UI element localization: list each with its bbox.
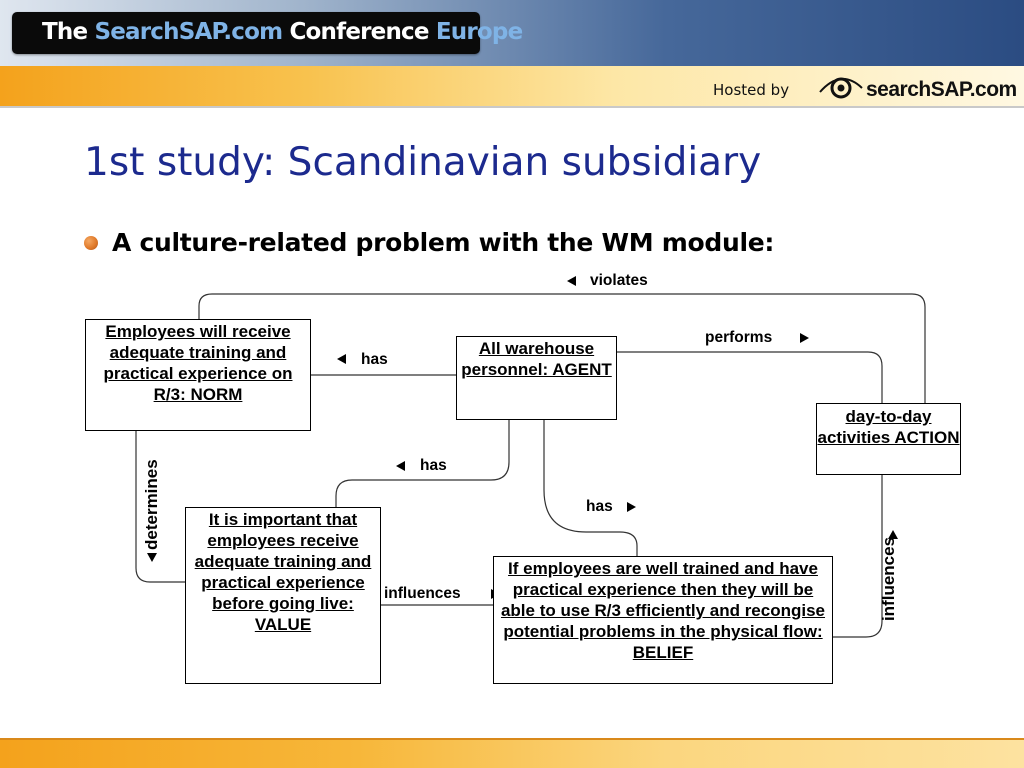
label-has-value: has [420, 457, 447, 474]
label-influences-belief: influences [384, 585, 461, 602]
eye-logo-icon [819, 77, 863, 99]
edge-performs [616, 351, 883, 405]
arrow-determines-icon [147, 553, 157, 562]
edge-determines [135, 430, 186, 583]
arrow-violates-icon [567, 276, 576, 286]
label-has-belief: has [586, 498, 613, 515]
searchsap-logo: searchSAP.com [866, 78, 1017, 101]
label-performs: performs [705, 329, 773, 346]
label-influences-action: influences [879, 536, 898, 622]
arrow-has-value-icon [396, 461, 405, 471]
slide-title: 1st study: Scandinavian subsidiary [84, 140, 762, 185]
arrow-has-norm-icon [337, 354, 346, 364]
hosted-by-text: Hosted by [713, 81, 790, 99]
header-orange-band [0, 66, 1024, 106]
conference-title-box: The SearchSAP.com Conference Europe [12, 12, 523, 54]
edge-violates [198, 293, 926, 405]
arrow-has-belief-icon [627, 502, 636, 512]
node-belief: If employees are well trained and have p… [493, 556, 833, 684]
label-determines: determines [142, 459, 161, 550]
node-agent: All warehouse personnel: AGENT [456, 336, 617, 420]
node-norm: Employees will receive adequate training… [85, 319, 311, 431]
label-violates: violates [590, 272, 648, 289]
arrow-performs-icon [800, 333, 809, 343]
conference-title: The SearchSAP.com Conference Europe [42, 19, 523, 45]
arrow-influences-action-icon [888, 530, 898, 539]
bullet-icon [84, 236, 98, 250]
edge-influences-action [832, 474, 883, 638]
node-value: It is important that employees receive a… [185, 507, 381, 684]
bullet-text: A culture-related problem with the WM mo… [112, 228, 775, 257]
edge-has-belief [543, 418, 638, 557]
edge-has-value [335, 418, 510, 508]
header-divider [0, 106, 1024, 108]
node-action: day-to-day activities ACTION [816, 403, 961, 475]
label-has-norm: has [361, 351, 388, 368]
footer-bar [0, 738, 1024, 768]
